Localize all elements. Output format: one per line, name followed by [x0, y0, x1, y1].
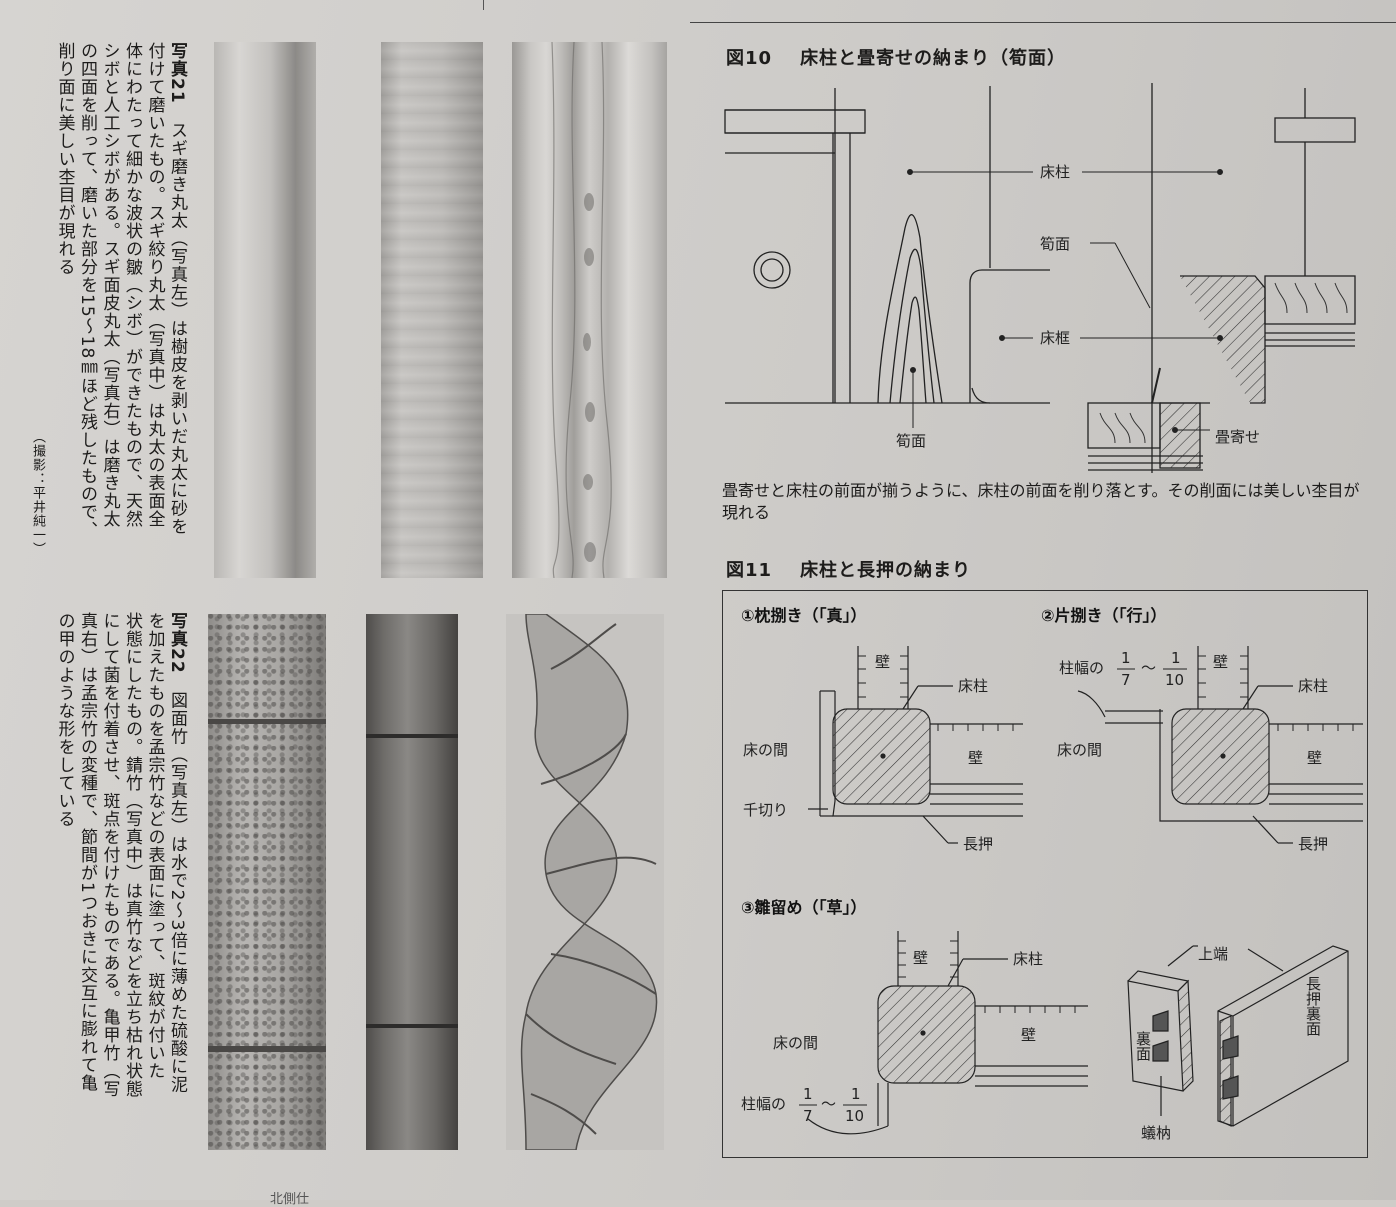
fig11-sub2: ②片捌き（「行」）: [1041, 606, 1167, 625]
fig11-2-frac-a-den: 7: [1121, 671, 1131, 689]
fig11-2-frac-b-den: 10: [1165, 671, 1184, 689]
photo21-line: の四面を削って、磨いた部分を15～18㎜ほど残したもので、: [77, 42, 97, 540]
fig11-sub3: ③雛留め（「草」）: [741, 898, 867, 917]
fig10-label-tokobashira: 床柱: [1040, 163, 1070, 181]
fig11-3-frac-b-den: 10: [845, 1107, 864, 1125]
photo21-image-menkawa-log: [512, 42, 667, 578]
fig11-2-tokobashira: 床柱: [1298, 677, 1328, 695]
fig11-3-kabe: 壁: [913, 949, 928, 967]
fig11-frame: [722, 590, 1368, 1158]
photo21-line: 体にわたって細かな波状の皺（シボ）ができたもので、天然: [122, 42, 142, 528]
bamboo-node: [366, 1024, 458, 1028]
fig10-title: 図10 床柱と畳寄せの納まり（筍面）: [726, 44, 1066, 70]
fig11-sub1: ①枕捌き（「真」）: [741, 606, 867, 625]
fig11-3-frac-a-num: 1: [803, 1085, 813, 1103]
photo22-image-zumen-bamboo: [208, 614, 326, 1150]
fig11-3-kabe-right: 壁: [1021, 1026, 1036, 1044]
fig11-diagram: ①枕捌き（「真」） ②片捌き（「行」） ③雛留め（「草」） 壁 床柱 床の間 壁…: [741, 606, 1363, 1142]
fig11-2-frac-b-num: 1: [1171, 649, 1181, 667]
fig11-2-nageshi: 長押: [1298, 835, 1328, 853]
fig11-2-hashirahaba: 柱幅の: [1059, 659, 1104, 677]
fig11-3-frac-b-num: 1: [851, 1085, 861, 1103]
fig11-1-chigiri: 千切り: [743, 801, 788, 819]
bamboo-node: [366, 734, 458, 738]
photo22-image-sabi-bamboo: [366, 614, 458, 1150]
photo21-line: スギ磨き丸太（写真左）は樹皮を剥いだ丸太に砂を: [167, 121, 187, 536]
fig11-title: 図11 床柱と長押の納まり: [726, 556, 971, 582]
fig10-label-tokogamachi: 床框: [1040, 329, 1070, 347]
fig11-3-arihozo: 蟻枘: [1141, 1124, 1171, 1142]
fig11-2-tokonoma: 床の間: [1057, 741, 1102, 759]
fig11-1-nageshi: 長押: [963, 835, 993, 853]
fig10-label-takenoko: 筍面: [1040, 235, 1070, 253]
photo21-credit: （撮影：平井純一）: [30, 430, 45, 556]
photo22-number: 写真22: [167, 612, 187, 674]
photo22-line: 図面竹（写真左）は水で2～3倍に薄めた硫酸に泥: [167, 691, 187, 1094]
fig11-3-hashirahaba: 柱幅の: [741, 1095, 786, 1113]
fig11-1-kabe: 壁: [875, 653, 890, 671]
photo22-caption: 写真22 図面竹（写真左）は水で2～3倍に薄めた硫酸に泥 を加えたものを孟宗竹な…: [53, 612, 188, 1152]
photo22-line: の甲のような形をしている: [54, 612, 75, 828]
fig11-2-kabe: 壁: [1213, 653, 1228, 671]
bamboo-node: [208, 719, 326, 724]
fig11-number: 図11: [726, 560, 773, 581]
fig11-3-nageshi-urazura: 長押裏面: [1304, 976, 1322, 1036]
footer-text: 北側仕: [270, 1192, 310, 1207]
photo22-line: にして菌を付着させ、斑点を付けたものである。亀甲竹（写: [99, 612, 120, 1098]
fig11-2-frac-a-num: 1: [1121, 649, 1131, 667]
photo22-image-kikkou-bamboo: [506, 614, 664, 1150]
photo21-line: 付けて磨いたもの。スギ絞り丸太（写真中）は丸太の表面全: [144, 42, 165, 528]
photo21-line: 削り面に美しい杢目が現れる: [54, 42, 75, 276]
fig11-title-text: 床柱と長押の納まり: [800, 560, 972, 581]
photo22-line: 状態にしたもの。錆竹（写真中）は真竹などを立ち枯れ状態: [122, 612, 142, 1098]
fig11-3-urazura: 裏面: [1134, 1030, 1152, 1061]
photo21-line: シボと人工シボがある。スギ面皮丸太（写真右）は磨き丸太: [99, 42, 120, 528]
photo21-number: 写真21: [167, 42, 187, 104]
page-tick: [483, 0, 484, 10]
fig10-diagram: 床柱 筍面 床框 筍面 畳寄せ: [724, 83, 1356, 473]
fig11-1-tokobashira: 床柱: [958, 677, 988, 695]
fig11-3-tilde: ～: [821, 1095, 836, 1113]
photo21-image-shibori-log: [381, 42, 483, 578]
photo22-line: を加えたものを孟宗竹などの表面に塗って、斑紋が付いた: [144, 612, 165, 1080]
fig10-title-text: 床柱と畳寄せの納まり（筍面）: [800, 48, 1067, 69]
fig10-label-tatamiyose: 畳寄せ: [1215, 428, 1260, 446]
fig11-3-tokobashira: 床柱: [1013, 950, 1043, 968]
wood-grain-overlay: [551, 42, 612, 578]
bamboo-node: [208, 1046, 326, 1052]
photo21-image-polished-log: [214, 42, 316, 578]
fig11-3-joutan: 上端: [1198, 945, 1228, 963]
header-rule: [690, 22, 1396, 23]
fig10-number: 図10: [726, 48, 773, 69]
kikkou-bamboo-drawing: [520, 614, 658, 1150]
fig11-1-kabe-right: 壁: [968, 749, 983, 767]
fig11-3-frac-a-den: 7: [803, 1107, 813, 1125]
photo22-line: 真右）は孟宗竹の変種で、節間が1つおきに交互に膨れて亀: [77, 612, 97, 1092]
fig11-2-kabe-right: 壁: [1307, 749, 1322, 767]
fig10-label-takenoko-bottom: 筍面: [896, 432, 926, 450]
fig11-1-tokonoma: 床の間: [743, 741, 788, 759]
fig11-2-tilde: ～: [1141, 659, 1156, 677]
photo21-caption: 写真21 スギ磨き丸太（写真左）は樹皮を剥いだ丸太に砂を 付けて磨いたもの。スギ…: [53, 42, 188, 582]
fig11-3-tokonoma: 床の間: [773, 1034, 818, 1052]
fig10-caption: 畳寄せと床柱の前面が揃うように、床柱の前面を削り落とす。その削面には美しい杢目が…: [722, 481, 1360, 522]
